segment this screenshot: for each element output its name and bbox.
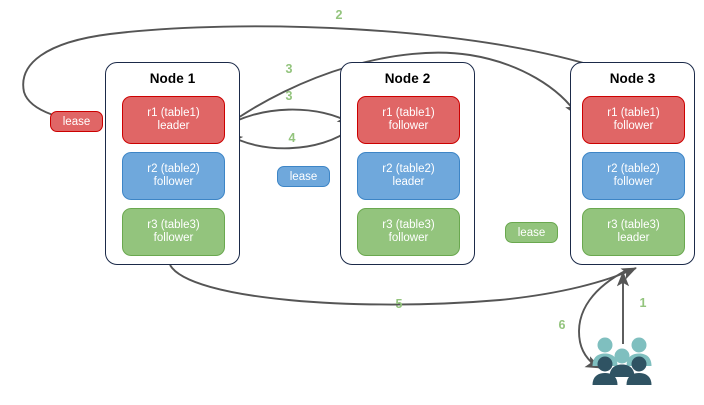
node-3-title: Node 3 [609,71,656,86]
edge-label-4: 4 [288,131,296,145]
node-3-replica-r2[interactable]: r2 (table2) follower [582,152,685,200]
replica-role: leader [157,120,190,132]
replica-role: follower [388,232,429,244]
replica-name: r2 (table2) [147,162,200,175]
node-3-replica-r3[interactable]: r3 (table3) leader [582,208,685,256]
replica-name: r3 (table3) [607,218,660,231]
replica-name: r3 (table3) [382,218,435,231]
node-1-title: Node 1 [149,71,196,86]
lease-badge-blue[interactable]: lease [277,166,330,187]
users-group-icon [592,337,652,385]
node-1-container[interactable]: Node 1 r1 (table1) leader r2 (table2) fo… [105,62,240,265]
node-1-replica-r1[interactable]: r1 (table1) leader [122,96,225,144]
node-3-container[interactable]: Node 3 r1 (table1) follower r2 (table2) … [570,62,695,265]
node-3-replica-r1[interactable]: r1 (table1) follower [582,96,685,144]
node-2-replica-r2[interactable]: r2 (table2) leader [357,152,460,200]
replica-name: r1 (table1) [147,106,200,119]
replica-name: r2 (table2) [382,162,435,175]
replica-name: r1 (table1) [607,106,660,119]
replica-role: follower [153,232,194,244]
edge-label-5: 5 [395,297,403,311]
node-2-title: Node 2 [384,71,431,86]
replica-name: r1 (table1) [382,106,435,119]
edge-label-3b: 3 [285,89,293,103]
edge-label-2: 2 [335,8,343,22]
lease-badge-red[interactable]: lease [50,111,103,132]
edge-label-3a: 3 [285,62,293,76]
edge-label-1: 1 [639,296,647,310]
replica-name: r3 (table3) [147,218,200,231]
edge-label-6: 6 [558,318,566,332]
replica-role: follower [613,176,654,188]
replica-role: leader [617,232,650,244]
replica-role: follower [153,176,194,188]
replica-role: follower [388,120,429,132]
node-2-replica-r3[interactable]: r3 (table3) follower [357,208,460,256]
replica-role: follower [613,120,654,132]
replica-role: leader [392,176,425,188]
lease-badge-green[interactable]: lease [505,222,558,243]
node-1-replica-r2[interactable]: r2 (table2) follower [122,152,225,200]
replica-name: r2 (table2) [607,162,660,175]
node-1-replica-r3[interactable]: r3 (table3) follower [122,208,225,256]
node-2-container[interactable]: Node 2 r1 (table1) follower r2 (table2) … [340,62,475,265]
node-2-replica-r1[interactable]: r1 (table1) follower [357,96,460,144]
edge-3-lower-path [221,108,353,130]
